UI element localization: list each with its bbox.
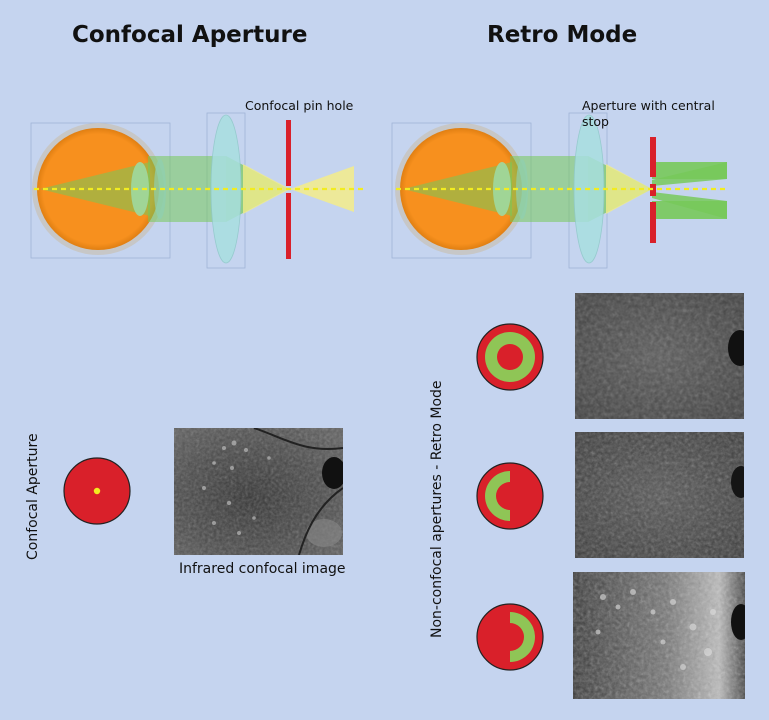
pinhole-plate-bottom bbox=[286, 193, 291, 259]
pinhole-dot bbox=[93, 487, 101, 495]
beam-inside-eye bbox=[40, 162, 150, 216]
aperture-crescent-left bbox=[485, 471, 510, 521]
aperture-crescent-right bbox=[510, 612, 535, 662]
beam-inside-eye-retro bbox=[403, 162, 512, 216]
title-retro-mode: Retro Mode bbox=[487, 22, 638, 48]
aperture-right-crescent bbox=[476, 603, 544, 671]
confocal-diagram bbox=[30, 112, 364, 269]
retro-mode-image-left bbox=[575, 432, 744, 558]
retro-diagram bbox=[391, 112, 727, 269]
title-confocal-aperture: Confocal Aperture bbox=[72, 22, 308, 48]
label-central-stop: Aperture with central stop bbox=[582, 98, 715, 129]
label-vertical-confocal: Confocal Aperture bbox=[25, 433, 41, 560]
eye-lens bbox=[131, 162, 149, 216]
beam-out-bottom bbox=[652, 201, 727, 219]
beam-focus-yellow bbox=[243, 164, 290, 214]
label-confocal-pinhole: Confocal pin hole bbox=[245, 98, 354, 113]
stop-plate-bottom bbox=[650, 202, 656, 243]
beam-focus-yellow-retro bbox=[606, 164, 652, 214]
beam-out-top bbox=[652, 162, 727, 179]
retro-mode-image-right bbox=[573, 572, 745, 699]
aperture-confocal-pinhole bbox=[63, 457, 131, 525]
retro-mode-image-annular bbox=[575, 293, 744, 419]
infrared-confocal-image bbox=[174, 428, 343, 555]
label-infrared-image: Infrared confocal image bbox=[179, 561, 346, 577]
pinhole-plate-top bbox=[286, 120, 291, 186]
aperture-left-crescent bbox=[476, 462, 544, 530]
stop-plate-top bbox=[650, 137, 656, 177]
label-vertical-retro: Non-confocal apertures - Retro Mode bbox=[429, 380, 445, 638]
aperture-center-stop bbox=[497, 344, 523, 370]
aperture-annular bbox=[476, 323, 544, 391]
optics-diagrams bbox=[30, 112, 727, 269]
eye-lens-retro bbox=[493, 162, 511, 216]
